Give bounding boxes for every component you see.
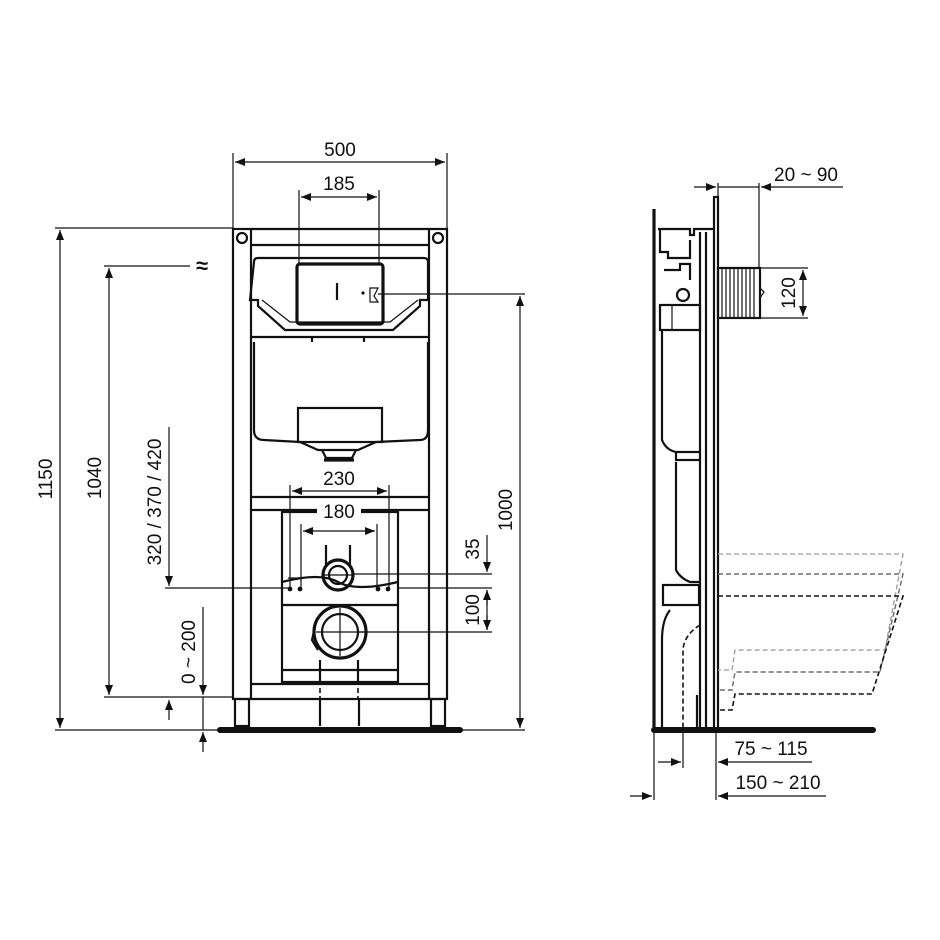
svg-text:1150: 1150 [36, 459, 57, 500]
side-view: 20 ~ 90 120 75 ~ 115 150 ~ 210 [630, 165, 905, 800]
svg-text:100: 100 [463, 594, 484, 626]
dim-overall-width: 500 [232, 140, 448, 229]
svg-text:75 ~ 115: 75 ~ 115 [734, 739, 807, 760]
svg-text:185: 185 [323, 174, 355, 195]
dim-floor-adjust: 0 ~ 200 [179, 607, 207, 752]
dim-frame-depth: 150 ~ 210 [630, 730, 826, 800]
dim-bolt-offsets: 35 100 [352, 535, 492, 633]
dim-flush-plate-width: 185 [298, 174, 380, 264]
svg-text:20 ~ 90: 20 ~ 90 [774, 165, 838, 186]
front-view: 500 185 1150 1040 ≈ 32 [36, 140, 525, 752]
dim-water-inlet-height: 1040 ≈ [85, 253, 233, 698]
dim-fixing-bolt-height: 320 / 370 / 420 [145, 427, 290, 720]
svg-text:0 ~ 200: 0 ~ 200 [179, 620, 200, 684]
dim-actuator-height: 1000 [378, 293, 525, 731]
dim-fixing-width: 180 [300, 501, 378, 590]
svg-text:150 ~ 210: 150 ~ 210 [735, 773, 820, 794]
dim-overall-height: 1150 [36, 227, 233, 731]
wall-hung-bowl-positions [718, 553, 905, 711]
cistern [248, 256, 430, 462]
svg-text:120: 120 [779, 277, 800, 309]
mounting-hole-icon [431, 231, 445, 245]
dim-wall-thickness: 20 ~ 90 [694, 165, 843, 268]
dim-drain-depth: 75 ~ 115 [658, 730, 812, 800]
svg-text:230: 230 [323, 469, 355, 490]
svg-text:1040: 1040 [85, 457, 106, 499]
dim-drain-width: 230 [289, 469, 390, 590]
frame [217, 227, 463, 733]
svg-text:180: 180 [323, 502, 355, 523]
mounting-hole-icon [235, 231, 249, 245]
bowl-bracket [251, 495, 429, 700]
svg-text:320 / 370 / 420: 320 / 370 / 420 [145, 439, 166, 566]
water-inlet-icon: ≈ [196, 253, 208, 278]
svg-text:500: 500 [324, 140, 356, 161]
flush-pipe [716, 266, 762, 320]
dim-flush-opening: 120 [760, 267, 808, 319]
svg-text:1000: 1000 [496, 489, 517, 531]
svg-text:35: 35 [463, 538, 484, 559]
